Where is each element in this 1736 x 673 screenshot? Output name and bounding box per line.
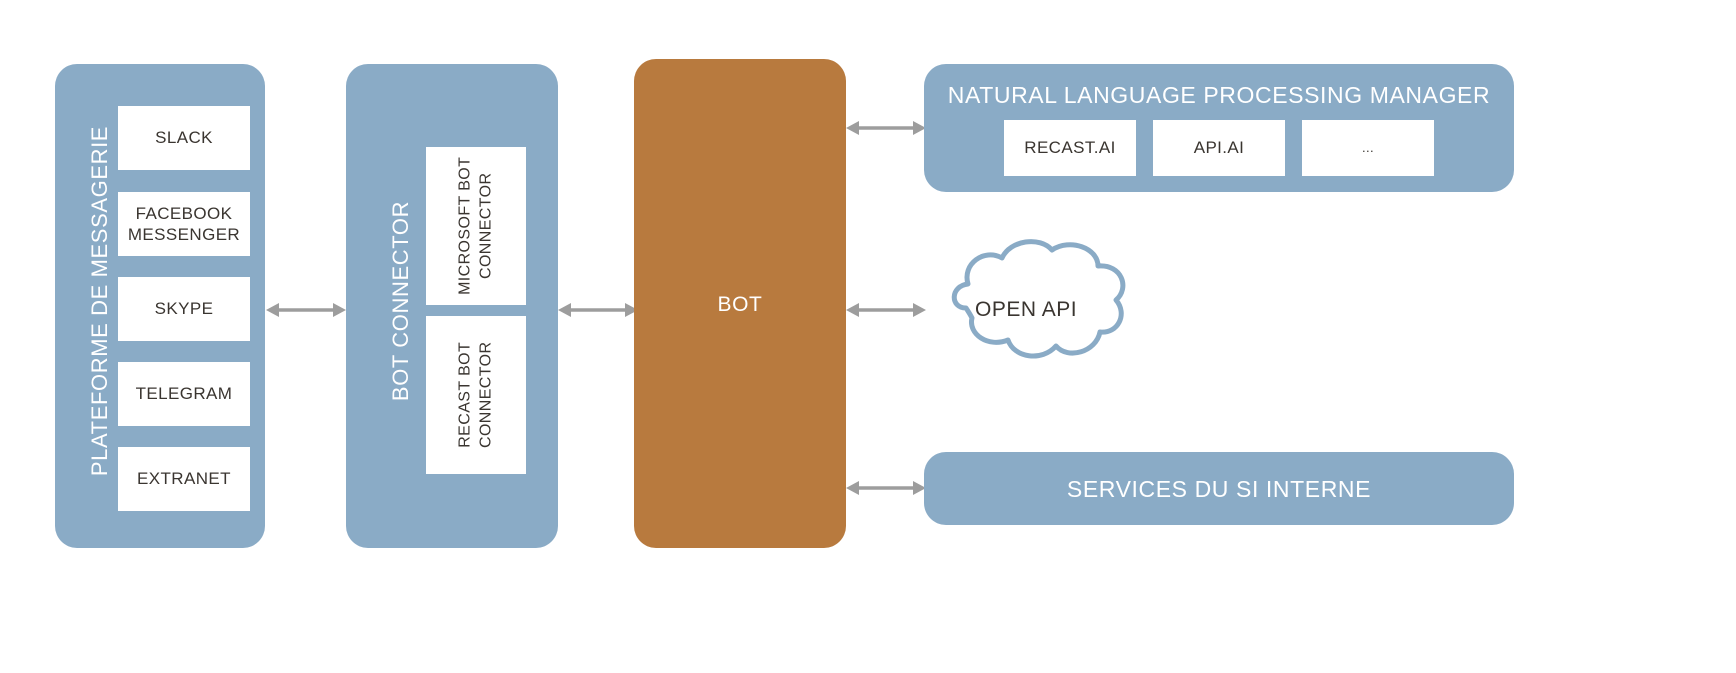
nlp-engine-recast-ai-label: RECAST.AI xyxy=(1024,138,1116,158)
connector-microsoft-bot-line2: CONNECTOR xyxy=(477,172,494,280)
arrow-bot-to-open-api xyxy=(846,303,926,317)
connector-recast-bot-line1: RECAST BOT xyxy=(456,342,474,448)
messaging-platform-title: PLATEFORME DE MESSAGERIE xyxy=(87,125,112,477)
connector-recast-bot[interactable]: RECAST BOT CONNECTOR xyxy=(426,316,526,474)
arrow-bot-to-internal-services xyxy=(846,481,926,495)
channel-extranet[interactable]: EXTRANET xyxy=(118,447,250,511)
bot-panel: BOT xyxy=(634,59,846,548)
nlp-engine-more[interactable]: ... xyxy=(1302,120,1434,176)
channel-telegram[interactable]: TELEGRAM xyxy=(118,362,250,426)
internal-services-panel: SERVICES DU SI INTERNE xyxy=(924,452,1514,525)
open-api-label: OPEN API xyxy=(975,298,1078,321)
channel-skype-label: SKYPE xyxy=(154,299,214,319)
connector-recast-bot-line2: CONNECTOR xyxy=(477,341,495,449)
channel-extranet-label: EXTRANET xyxy=(137,469,231,489)
internal-services-label: SERVICES DU SI INTERNE xyxy=(1066,476,1372,502)
bot-connector-panel: BOT CONNECTOR MICROSOFT BOT CONNECTOR RE… xyxy=(346,64,558,548)
nlp-manager-title: NATURAL LANGUAGE PROCESSING MANAGER xyxy=(947,82,1491,108)
nlp-engine-api-ai[interactable]: API.AI xyxy=(1153,120,1285,176)
channel-facebook-messenger-label-line2: MESSENGER xyxy=(127,225,241,244)
nlp-manager-panel: NATURAL LANGUAGE PROCESSING MANAGER RECA… xyxy=(924,64,1514,192)
nlp-engine-api-ai-label: API.AI xyxy=(1193,138,1245,158)
channel-skype[interactable]: SKYPE xyxy=(118,277,250,341)
bot-label: BOT xyxy=(717,293,763,316)
channel-facebook-messenger-label-line1: FACEBOOK xyxy=(135,203,233,223)
connector-microsoft-bot[interactable]: MICROSOFT BOT CONNECTOR xyxy=(426,147,526,305)
arrow-connector-to-bot xyxy=(558,303,638,317)
nlp-engine-more-label: ... xyxy=(1361,139,1375,155)
connector-microsoft-bot-line1: MICROSOFT BOT xyxy=(456,156,474,296)
connector-recast-bot-label: RECAST BOT CONNECTOR xyxy=(455,342,497,448)
channel-slack[interactable]: SLACK xyxy=(118,106,250,170)
channel-slack-label: SLACK xyxy=(155,128,213,148)
connector-microsoft-bot-label: MICROSOFT BOT CONNECTOR xyxy=(455,157,497,295)
channel-telegram-label: TELEGRAM xyxy=(135,384,233,404)
arrow-messaging-to-connector xyxy=(266,303,346,317)
channel-facebook-messenger[interactable]: FACEBOOK MESSENGER xyxy=(118,192,250,256)
nlp-engine-recast-ai[interactable]: RECAST.AI xyxy=(1004,120,1136,176)
bot-connector-title: BOT CONNECTOR xyxy=(388,200,413,402)
messaging-platform-panel: PLATEFORME DE MESSAGERIE SLACK FACEBOOK … xyxy=(55,64,265,548)
open-api-cloud xyxy=(951,239,1126,359)
arrow-bot-to-nlp xyxy=(846,121,926,135)
